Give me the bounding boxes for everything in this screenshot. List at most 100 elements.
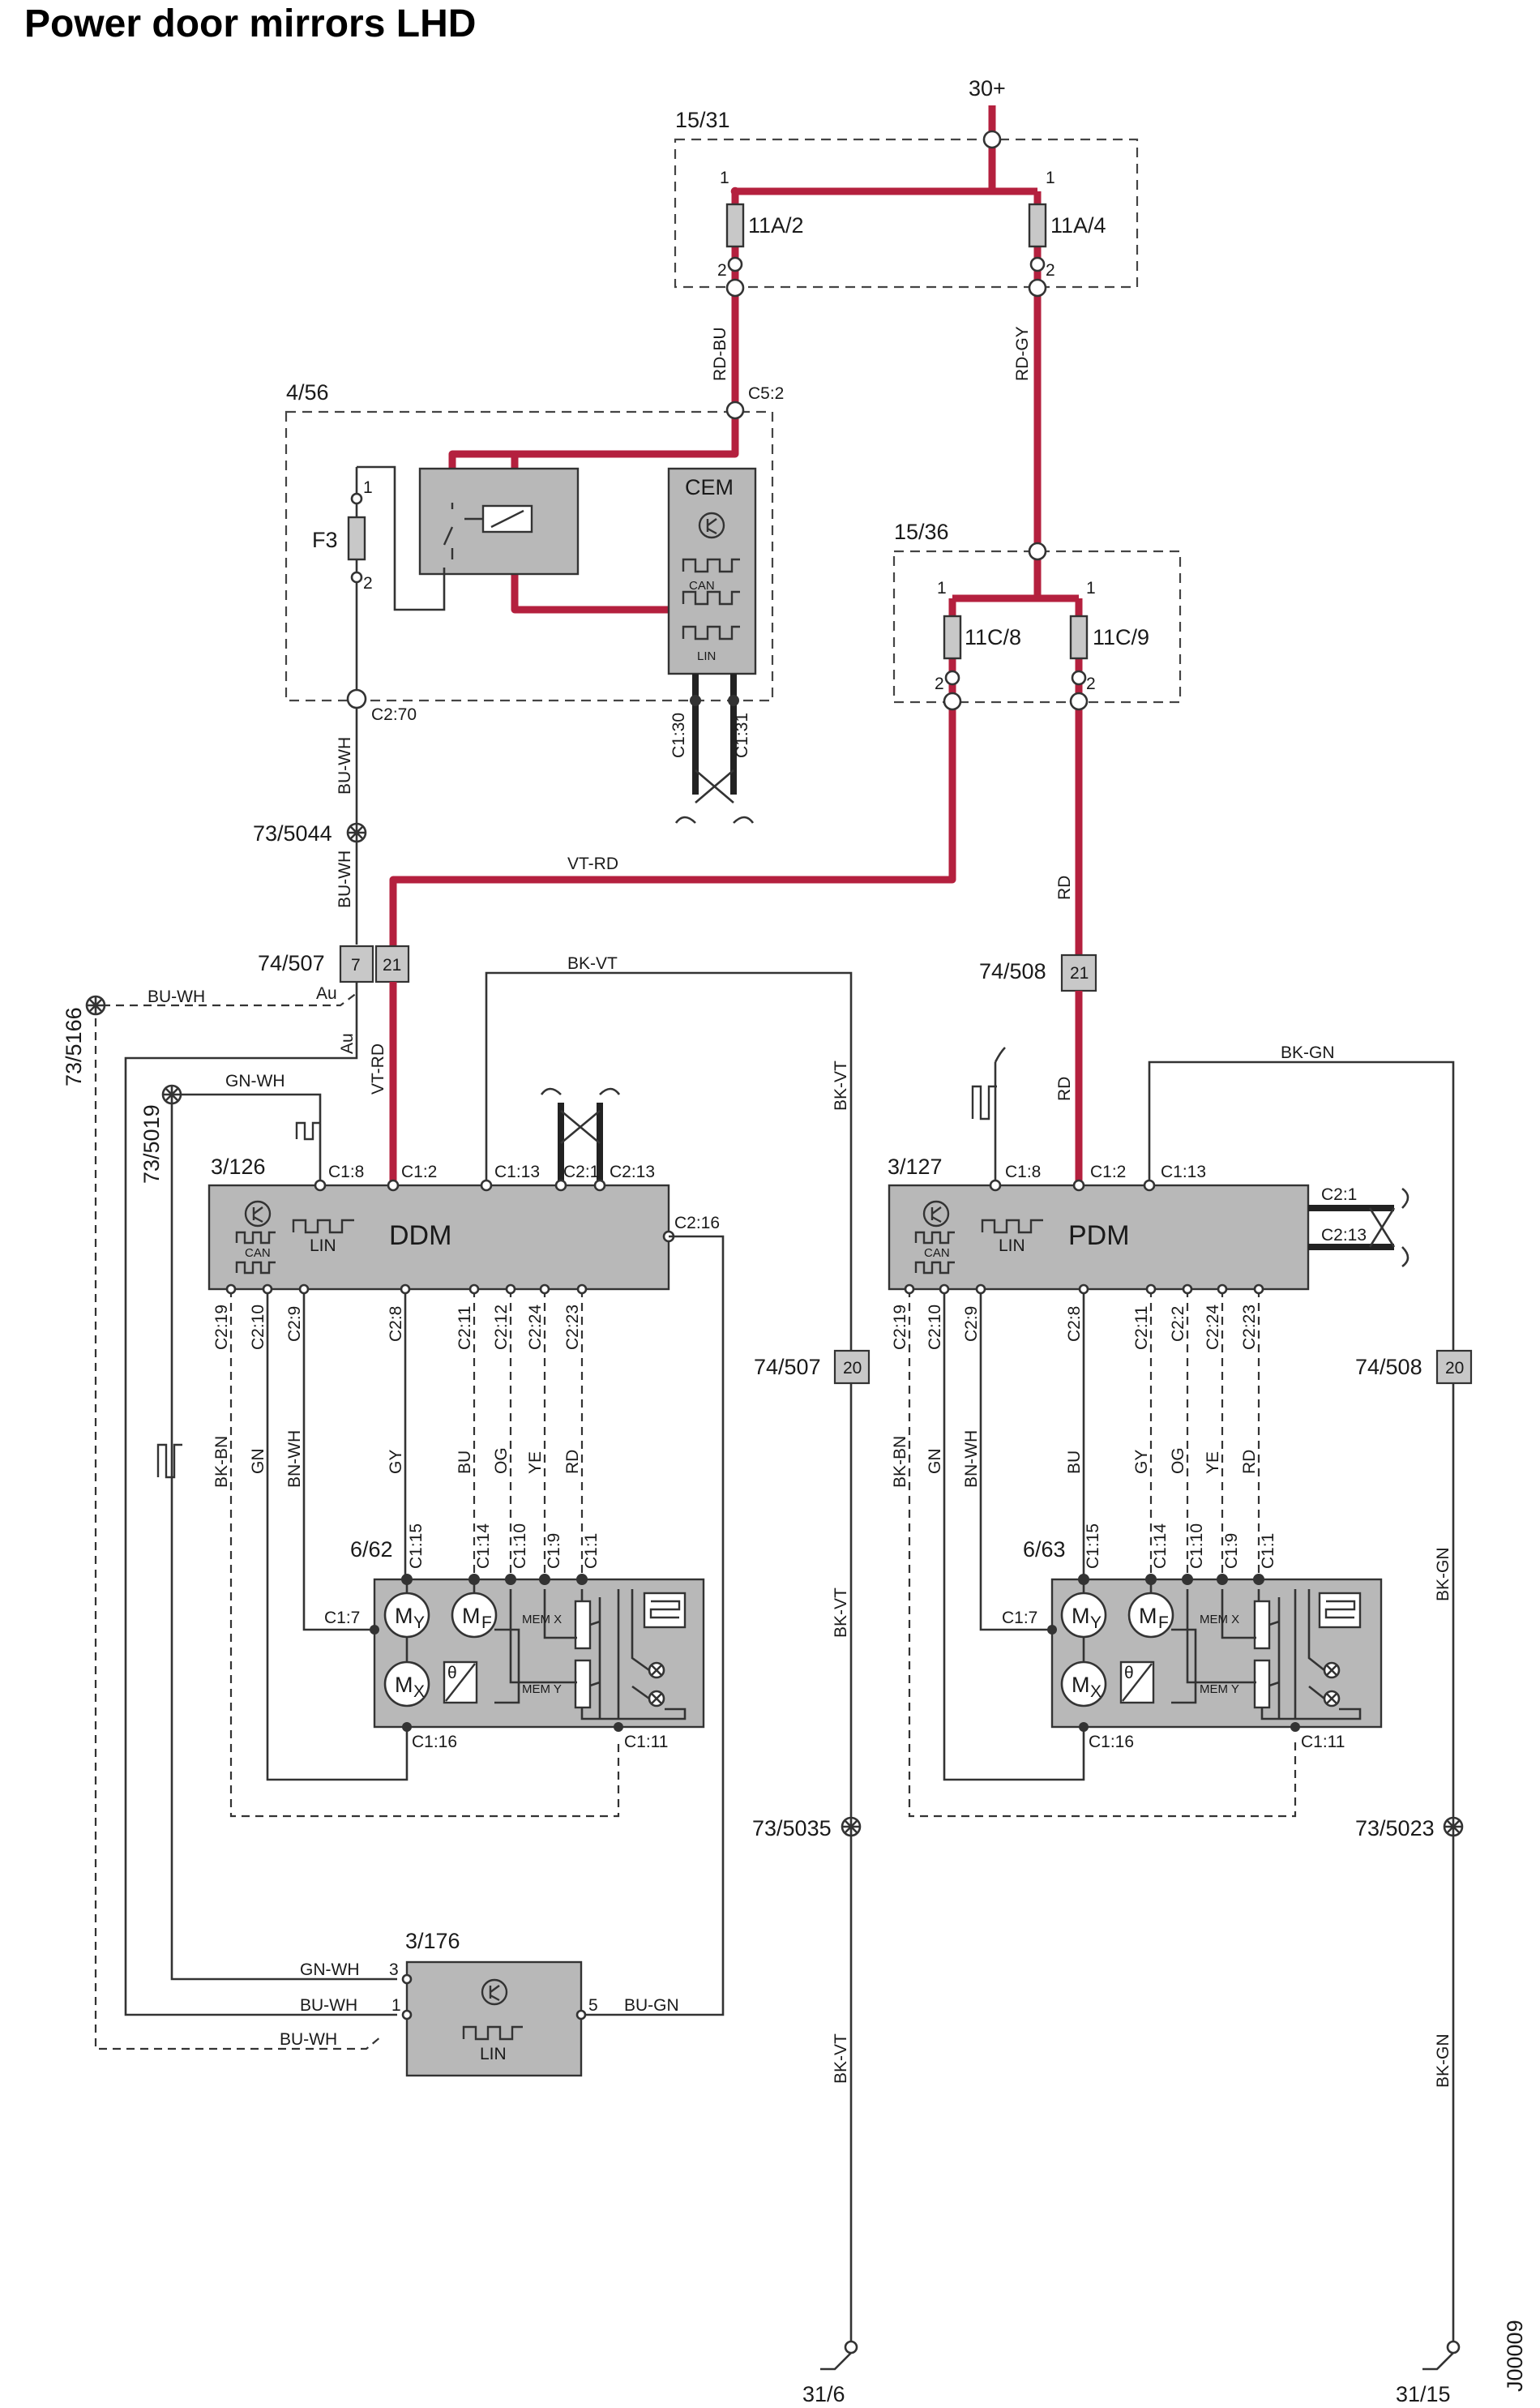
module-176: LIN 3 1 5: [389, 1960, 598, 2077]
svg-text:GY: GY: [387, 1450, 405, 1474]
svg-text:1: 1: [1086, 579, 1096, 598]
svg-text:C2:11: C2:11: [1132, 1306, 1151, 1350]
svg-text:M: M: [1072, 1673, 1090, 1697]
svg-text:21: 21: [383, 956, 401, 975]
svg-text:Au: Au: [338, 1033, 357, 1054]
svg-text:BU-WH: BU-WH: [300, 1996, 357, 2015]
module-176-label: 3/176: [405, 1929, 460, 1953]
svg-text:Y: Y: [413, 1613, 425, 1632]
svg-text:7: 7: [351, 956, 361, 975]
svg-text:C2:1: C2:1: [1321, 1185, 1357, 1204]
svg-text:1: 1: [720, 169, 729, 187]
svg-text:21: 21: [1070, 964, 1089, 983]
svg-text:BN-WH: BN-WH: [285, 1430, 304, 1488]
ddm-bus-twisted: [540, 1087, 621, 1184]
svg-text:MEM X: MEM X: [1200, 1613, 1239, 1626]
svg-text:74/507: 74/507: [754, 1355, 821, 1379]
svg-text:C1:16: C1:16: [412, 1733, 457, 1751]
svg-text:C2:1: C2:1: [563, 1163, 599, 1181]
svg-text:C2:8: C2:8: [1065, 1306, 1084, 1342]
svg-text:BU-WH: BU-WH: [148, 988, 205, 1006]
svg-text:M: M: [395, 1673, 413, 1697]
cem-box-4-56-zone: [284, 410, 774, 702]
splice-73-5044: 73/5044: [253, 821, 367, 846]
fuse-11c8: 1 2 11C/8: [935, 579, 1021, 711]
svg-text:F: F: [1158, 1613, 1169, 1632]
svg-text:11C/9: 11C/9: [1093, 625, 1149, 649]
svg-text:BN-WH: BN-WH: [962, 1430, 981, 1488]
page-title: Power door mirrors LHD: [24, 2, 477, 45]
svg-text:VT-RD: VT-RD: [369, 1043, 387, 1095]
mirror-right-label: 6/63: [1023, 1537, 1066, 1562]
fuse-box-15-36-zone: [892, 550, 1182, 704]
svg-text:YE: YE: [1204, 1451, 1222, 1474]
svg-text:74/508: 74/508: [1355, 1355, 1422, 1379]
pdm-bottom-wires: C2:19 C2:10 C2:9 C2:8 C2:11 C2:2 C2:24 C…: [891, 1283, 1297, 1818]
svg-text:73/5019: 73/5019: [139, 1104, 164, 1184]
svg-text:GN: GN: [926, 1449, 944, 1475]
svg-text:F: F: [481, 1613, 492, 1632]
svg-text:CAN: CAN: [245, 1246, 271, 1260]
fuse-box-15-36-label: 15/36: [894, 520, 949, 544]
svg-text:RD: RD: [1055, 876, 1074, 900]
svg-text:RD: RD: [1240, 1450, 1259, 1474]
svg-text:BK-GN: BK-GN: [1434, 2033, 1452, 2088]
svg-text:BK-GN: BK-GN: [1281, 1043, 1335, 1062]
svg-text:2: 2: [935, 675, 944, 693]
svg-text:C1:1: C1:1: [582, 1533, 601, 1569]
splice-73-5019: 73/5019: [139, 1084, 182, 1184]
svg-text:5: 5: [588, 1996, 598, 2015]
svg-text:C2:2: C2:2: [1169, 1306, 1187, 1342]
svg-text:20: 20: [1445, 1359, 1464, 1378]
svg-text:C2:12: C2:12: [492, 1305, 511, 1350]
svg-text:X: X: [413, 1682, 425, 1701]
svg-text:BK-VT: BK-VT: [832, 1587, 850, 1638]
svg-text:C1:7: C1:7: [324, 1609, 360, 1627]
svg-text:MEM Y: MEM Y: [522, 1682, 562, 1696]
svg-text:73/5035: 73/5035: [752, 1816, 832, 1840]
svg-text:θ: θ: [447, 1664, 457, 1682]
svg-text:GN-WH: GN-WH: [300, 1960, 359, 1979]
fuse-f3-label: F3: [312, 528, 338, 552]
fuse-11a2: 1 2 11A/2: [717, 169, 804, 298]
connector-74-508-bottom: 20 74/508: [1355, 1349, 1473, 1385]
svg-text:20: 20: [843, 1359, 862, 1378]
svg-text:2: 2: [717, 261, 727, 280]
svg-text:73/5044: 73/5044: [253, 821, 332, 846]
svg-text:C1:13: C1:13: [494, 1163, 540, 1181]
svg-text:73/5023: 73/5023: [1355, 1816, 1435, 1840]
cem-c270-label: C2:70: [371, 705, 417, 724]
cem-box-label: 4/56: [286, 380, 329, 405]
svg-text:C1:11: C1:11: [624, 1733, 668, 1751]
svg-text:C2:13: C2:13: [1321, 1226, 1367, 1245]
svg-text:BU-WH: BU-WH: [280, 2030, 337, 2049]
svg-text:C1:8: C1:8: [1005, 1163, 1041, 1181]
svg-text:CAN: CAN: [924, 1246, 950, 1260]
svg-text:C2:24: C2:24: [526, 1305, 545, 1350]
svg-text:CEM: CEM: [685, 475, 734, 499]
svg-text:BU: BU: [1065, 1450, 1084, 1474]
svg-text:BU-GN: BU-GN: [624, 1996, 679, 2015]
ddm-id-label: 3/126: [211, 1155, 266, 1179]
ddm-bottom-wires: C2:19 C2:10 C2:9 C2:8 C2:11 C2:12 C2:24 …: [212, 1283, 620, 1818]
svg-text:C2:11: C2:11: [456, 1306, 474, 1350]
svg-text:GN-WH: GN-WH: [225, 1072, 284, 1090]
cem-module: CEM CAN LIN: [667, 467, 757, 675]
mirror-left-label: 6/62: [350, 1537, 393, 1562]
cem-c52-label: C5:2: [748, 384, 784, 403]
svg-text:BK-VT: BK-VT: [567, 954, 618, 973]
svg-text:C2:9: C2:9: [962, 1306, 981, 1342]
splice-73-5023: 73/5023: [1355, 1816, 1464, 1840]
pdm-module: CAN LIN PDM: [888, 1184, 1310, 1291]
ground-31-15: 31/15: [1396, 2340, 1461, 2406]
fuse-11a4-label: 11A/4: [1050, 213, 1106, 238]
svg-text:MEM X: MEM X: [522, 1613, 562, 1626]
svg-text:MEM Y: MEM Y: [1200, 1682, 1239, 1696]
svg-text:C2:24: C2:24: [1204, 1305, 1222, 1350]
svg-text:C1:16: C1:16: [1089, 1733, 1134, 1751]
svg-text:LIN: LIN: [999, 1236, 1025, 1255]
svg-text:C1:10: C1:10: [511, 1523, 529, 1569]
svg-text:Au: Au: [316, 984, 337, 1003]
pdm-bus-twisted: C2:1 C2:13: [1308, 1185, 1410, 1268]
